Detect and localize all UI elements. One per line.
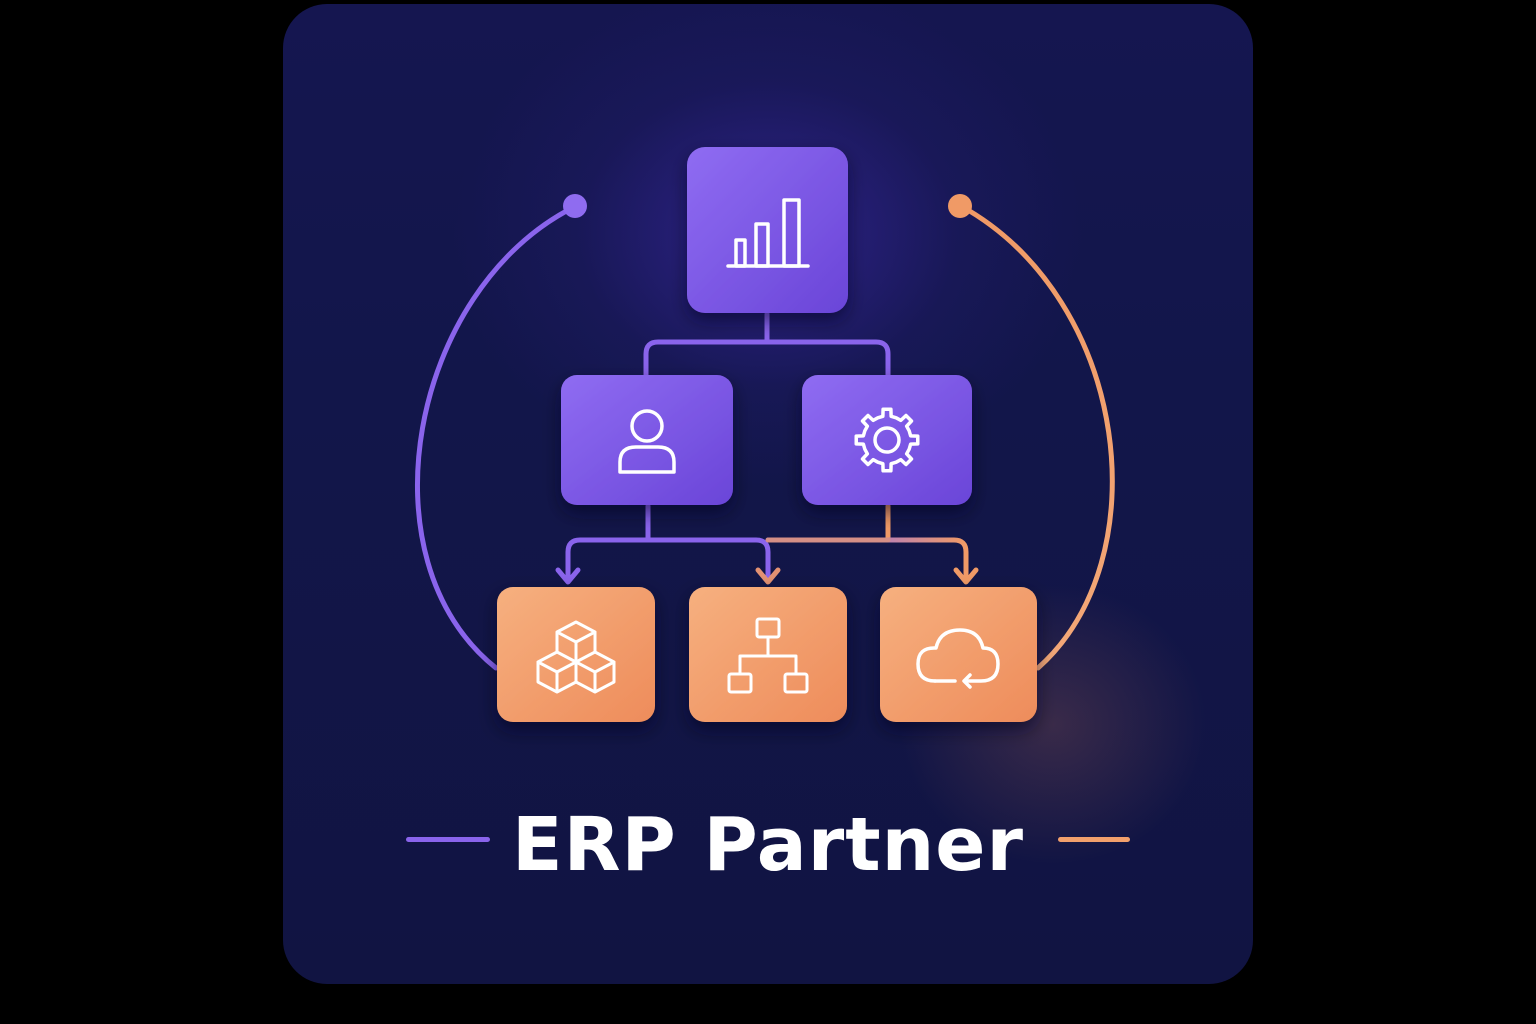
- node-bottom-center: [689, 587, 847, 722]
- title-dash-right: [1058, 837, 1130, 842]
- hierarchy-icon: [727, 617, 809, 694]
- node-mid-left: [561, 375, 733, 505]
- connector-top: [643, 311, 891, 379]
- right-arc: [948, 194, 1115, 671]
- node-top: [687, 147, 848, 313]
- user-icon: [618, 409, 676, 474]
- gear-icon: [854, 407, 920, 473]
- cubes-icon: [536, 620, 616, 694]
- node-bottom-left: [497, 587, 655, 722]
- title-wrap: ERP Partner: [0, 800, 1536, 890]
- title-dash-left: [406, 837, 490, 842]
- node-bottom-right: [880, 587, 1037, 722]
- connector-bottom: [555, 503, 979, 585]
- bar-chart-icon: [726, 198, 810, 268]
- node-mid-right: [802, 375, 972, 505]
- cloud-icon: [916, 628, 1000, 689]
- left-arc: [415, 194, 587, 671]
- brand-title: ERP Partner: [512, 802, 1024, 888]
